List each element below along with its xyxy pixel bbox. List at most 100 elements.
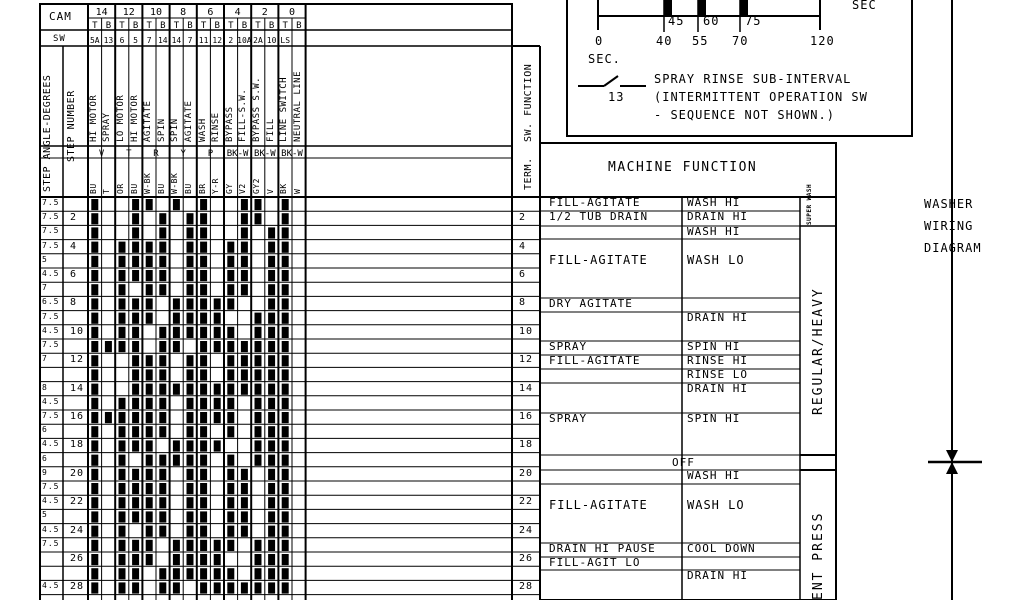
- cam-contact-mark: [227, 270, 235, 282]
- switch-number: 7: [188, 36, 193, 45]
- cam-contact-mark: [254, 355, 262, 367]
- cam-contact-mark: [200, 227, 208, 239]
- chart-grid: 14VT5AB1312TT6B510RT7B148YT14B76PT11B124…: [39, 3, 541, 600]
- cam-contact-mark: [91, 468, 99, 480]
- switch-number: 13: [104, 36, 114, 45]
- cam-contact-mark: [118, 270, 126, 282]
- step-angle: 4.5: [42, 524, 60, 534]
- step-angle: 7.5: [42, 240, 60, 250]
- cam-number: 6: [207, 7, 213, 18]
- cam-contact-mark: [227, 539, 235, 551]
- step-angle: 4.5: [42, 396, 60, 406]
- cam-contact-mark: [268, 554, 276, 566]
- cam-contact-mark: [186, 312, 194, 324]
- cam-contact-mark: [268, 241, 276, 253]
- cam-contact-mark: [91, 397, 99, 409]
- inset-sec-label: SEC.: [588, 52, 621, 66]
- cam-contact-mark: [91, 412, 99, 424]
- step-number: 10: [70, 325, 85, 337]
- function-right: WASH HI: [687, 225, 741, 238]
- machine-function-title: MACHINE FUNCTION: [608, 160, 758, 175]
- term-number: 10: [519, 325, 534, 337]
- cam-contact-mark: [254, 568, 262, 580]
- cam-contact-mark: [145, 440, 153, 452]
- cam-contact-mark: [186, 284, 194, 296]
- switch-number: 5: [133, 36, 138, 45]
- cam-contact-mark: [91, 497, 99, 509]
- cam-contact-mark: [254, 341, 262, 353]
- inset-tick-lower: 55: [692, 34, 709, 48]
- cam-contact-mark: [159, 511, 167, 523]
- wiring-arrow: [946, 462, 958, 474]
- switch-function-label: HI MOTOR: [88, 94, 99, 142]
- cam-contact-mark: [145, 511, 153, 523]
- cam-contact-mark: [132, 412, 140, 424]
- cam-number: 2: [262, 7, 268, 18]
- cam-label: CAM: [49, 10, 72, 23]
- term-number: 18: [519, 439, 534, 451]
- cam-contact-mark: [145, 554, 153, 566]
- cam-contact-mark: [118, 440, 126, 452]
- inset-frame: [566, 0, 913, 137]
- cam-contact-mark: [268, 355, 276, 367]
- cam-contact-mark: [145, 369, 153, 381]
- cam-contact-mark: [240, 525, 248, 537]
- side-title-line2: WIRING: [924, 219, 974, 233]
- cam-contact-mark: [281, 355, 289, 367]
- cam-contact-mark: [118, 284, 126, 296]
- switch-number: 7: [147, 36, 152, 45]
- cam-contact-mark: [281, 227, 289, 239]
- cam-contact-mark: [118, 298, 126, 310]
- cam-top-bottom: B: [214, 21, 219, 31]
- cam-contact-mark: [268, 568, 276, 580]
- cam-contact-mark: [159, 284, 167, 296]
- terminal-color-label: T: [102, 188, 112, 194]
- cam-contact-mark: [227, 525, 235, 537]
- cam-contact-mark: [281, 199, 289, 211]
- cam-contact-mark: [227, 355, 235, 367]
- cam-contact-mark: [172, 341, 180, 353]
- cam-contact-mark: [91, 554, 99, 566]
- cam-contact-mark: [268, 341, 276, 353]
- cam-contact-mark: [91, 539, 99, 551]
- cam-contact-mark: [200, 440, 208, 452]
- cam-contact-mark: [172, 312, 180, 324]
- cam-contact-mark: [281, 369, 289, 381]
- cam-contact-mark: [186, 483, 194, 495]
- terminal-color-label: OR: [116, 183, 125, 194]
- cam-top-bottom: T: [92, 21, 98, 31]
- cam-contact-mark: [227, 582, 235, 594]
- step-number: 4: [70, 240, 78, 252]
- cam-contact-mark: [200, 554, 208, 566]
- cam-contact-mark: [268, 255, 276, 267]
- cam-contact-mark: [281, 412, 289, 424]
- cam-contact-mark: [118, 454, 126, 466]
- switch-function-label: SPRAY: [102, 112, 113, 142]
- cam-contact-mark: [281, 426, 289, 438]
- cam-contact-mark: [268, 369, 276, 381]
- cam-contact-mark: [281, 397, 289, 409]
- switch-function-label: FILL: [265, 118, 276, 142]
- cam-number: 4: [235, 7, 241, 18]
- cam-contact-mark: [91, 383, 99, 395]
- cam-top-bottom: B: [269, 21, 274, 31]
- cam-contact-mark: [159, 255, 167, 267]
- term-number: 26: [519, 553, 534, 564]
- cam-top-bottom: B: [242, 21, 247, 31]
- cam-contact-mark: [118, 525, 126, 537]
- cam-contact-mark: [240, 582, 248, 594]
- cam-contact-mark: [227, 412, 235, 424]
- cam-contact-mark: [254, 199, 262, 211]
- cam-contact-mark: [186, 397, 194, 409]
- step-angle: 8: [42, 382, 48, 392]
- inset-spray-pulse: [740, 0, 748, 16]
- cam-contact-mark: [118, 468, 126, 480]
- wire-color: BK-W: [227, 149, 249, 159]
- switch-function-label: BYPASS S.W.: [252, 76, 262, 142]
- cam-contact-mark: [254, 369, 262, 381]
- cam-contact-mark: [159, 241, 167, 253]
- cam-contact-mark: [200, 270, 208, 282]
- cam-contact-mark: [172, 199, 180, 211]
- inset-note-line1: SPRAY RINSE SUB-INTERVAL: [654, 72, 852, 86]
- cam-contact-mark: [91, 568, 99, 580]
